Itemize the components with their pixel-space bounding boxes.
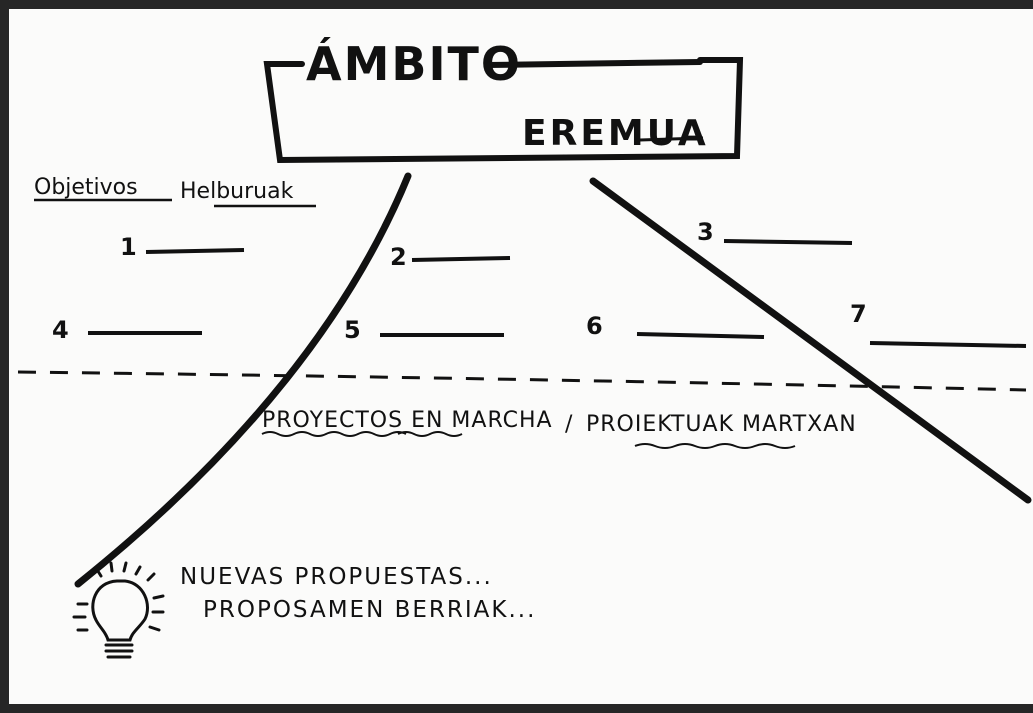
right-funnel-line bbox=[589, 177, 1032, 504]
objective-blank bbox=[636, 332, 765, 339]
objective-number: 7 bbox=[850, 300, 867, 328]
projects-squiggle-underline bbox=[397, 431, 463, 437]
title-box-outline bbox=[263, 57, 744, 164]
scan-border-top bbox=[0, 0, 1033, 9]
projects-label-eu: PROIEKTUAK MARTXAN bbox=[586, 412, 857, 437]
objective-blank bbox=[869, 341, 1027, 348]
page-subtitle: EREMUA bbox=[522, 113, 709, 154]
objectives-label-es: Objetivos bbox=[34, 175, 138, 200]
objective-number: 4 bbox=[52, 316, 69, 344]
objective-number: 1 bbox=[120, 233, 137, 261]
proposals-line-es: NUEVAS PROPUESTAS... bbox=[180, 564, 493, 590]
objective-blank bbox=[145, 248, 245, 254]
objective-number: 6 bbox=[586, 312, 603, 340]
projects-squiggle-underline bbox=[261, 431, 407, 437]
objective-blank bbox=[411, 256, 511, 262]
objective-blank bbox=[723, 239, 853, 245]
title-box-top-right bbox=[485, 59, 703, 68]
objectives-label-eu: Helburuak bbox=[180, 179, 294, 204]
objective-number: 3 bbox=[697, 218, 714, 246]
projects-separator: / bbox=[565, 412, 573, 437]
objective-number: 5 bbox=[344, 316, 361, 344]
projects-label-es: PROYECTOS EN MARCHA bbox=[262, 408, 553, 433]
scan-border-left bbox=[0, 0, 9, 713]
left-funnel-line bbox=[74, 172, 412, 588]
projects-squiggle-underline bbox=[634, 443, 796, 449]
objective-list: 1 2 3 4 5 6 7 bbox=[52, 218, 1027, 348]
page-title: ÁMBITO bbox=[306, 37, 522, 91]
objective-number: 2 bbox=[390, 243, 407, 271]
title-box bbox=[263, 57, 744, 164]
lightbulb-icon bbox=[72, 561, 165, 659]
scan-border-bottom bbox=[0, 704, 1033, 713]
subtitle-underline bbox=[639, 136, 704, 142]
proposals-line-eu: PROPOSAMEN BERRIAK... bbox=[203, 597, 536, 623]
